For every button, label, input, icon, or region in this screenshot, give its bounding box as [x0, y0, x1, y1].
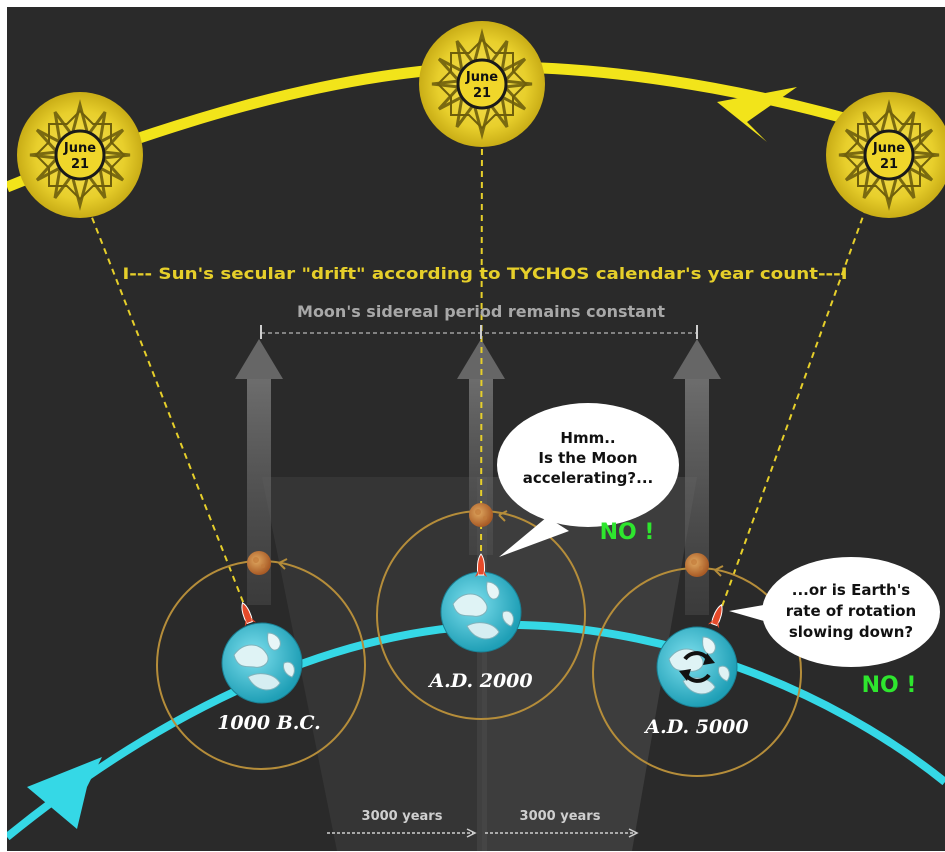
sun-label-line1: June: [872, 141, 905, 156]
sun-orbit-arrow-icon: [717, 87, 797, 142]
era-label-left: 1000 B.C.: [217, 712, 321, 734]
earth-center: [440, 571, 522, 653]
moon-period-label: Moon's sidereal period remains constant: [297, 302, 665, 321]
no-label-1: NO !: [600, 520, 655, 545]
speech-bubble-earth: ...or is Earth's rate of rotation slowin…: [729, 557, 940, 667]
diagram-frame: June 21 June 21 June 21 I--- Sun's secul…: [7, 7, 945, 851]
years-label-1: 3000 years: [362, 809, 443, 824]
era-label-center: A.D. 2000: [427, 670, 532, 692]
bubble1-line3: accelerating?...: [523, 469, 653, 487]
speech-bubble-moon: Hmm.. Is the Moon accelerating?...: [497, 403, 679, 557]
moon-right: [685, 553, 709, 577]
bubble2-line3: slowing down?: [789, 623, 913, 641]
no-label-2: NO !: [862, 673, 917, 698]
bubble1-line1: Hmm..: [560, 429, 615, 447]
moon-direction-arrow-icon: [714, 565, 724, 577]
earth-right: [656, 626, 738, 708]
moon-direction-arrow-icon: [278, 558, 288, 570]
bubble1-line2: Is the Moon: [538, 449, 637, 467]
moon-icon: [247, 551, 271, 575]
earth-icon: [221, 622, 303, 704]
earth-left: [221, 622, 303, 704]
sun-label-line2: 21: [880, 157, 898, 172]
earth-icon: [440, 571, 522, 653]
sun-center: June 21: [417, 19, 547, 149]
beam-right: [482, 477, 697, 851]
moon-icon: [469, 503, 493, 527]
moon-icon: [685, 553, 709, 577]
projection-line-right: [719, 196, 871, 613]
sun-label-line1: June: [465, 70, 498, 85]
bubble2-line2: rate of rotation: [786, 602, 916, 620]
rotation-icon: [679, 651, 715, 683]
tychos-diagram: June 21 June 21 June 21 I--- Sun's secul…: [7, 7, 945, 851]
years-arrow-icon: [628, 828, 639, 838]
moon-direction-arrow-icon: [498, 510, 508, 522]
earth-orbit-arrow-icon: [27, 757, 102, 829]
sun-label-line2: 21: [473, 86, 491, 101]
moon-left: [247, 551, 271, 575]
moon-center: [469, 503, 493, 527]
sun-label-line2: 21: [71, 157, 89, 172]
era-label-right: A.D. 5000: [643, 716, 748, 738]
sun-right: June 21: [824, 90, 945, 220]
beam-left: [262, 477, 482, 851]
beam-center: [477, 477, 487, 851]
earth-icon: [656, 626, 738, 708]
years-label-2: 3000 years: [520, 809, 601, 824]
sun-left: June 21: [15, 90, 145, 220]
sun-label-line1: June: [63, 141, 96, 156]
projection-line-center: [480, 126, 483, 568]
bubble2-line1: ...or is Earth's: [792, 581, 911, 599]
years-arrow-icon: [466, 828, 477, 838]
drift-label: I--- Sun's secular "drift" according to …: [123, 264, 848, 283]
